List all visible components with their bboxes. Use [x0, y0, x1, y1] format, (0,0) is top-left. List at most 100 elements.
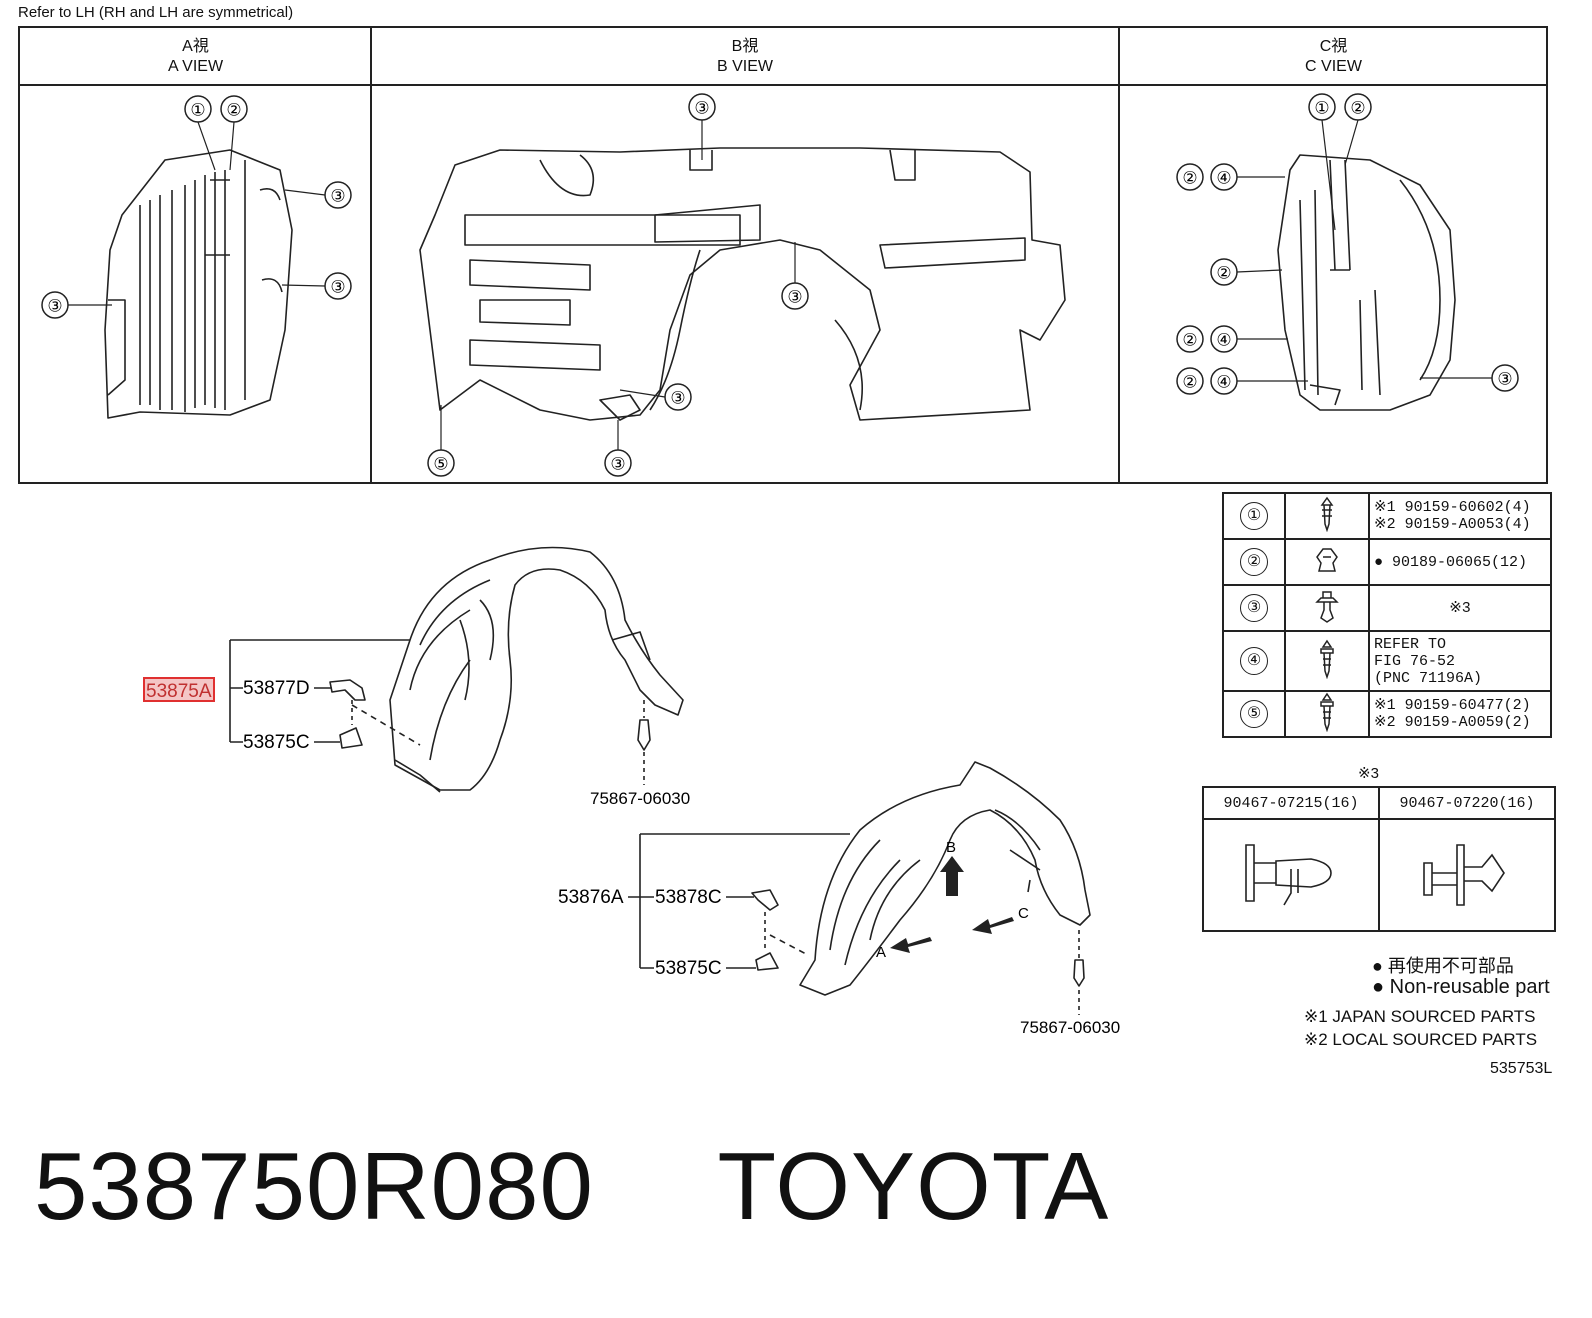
label-53877d[interactable]: 53877D — [243, 678, 310, 699]
callout-text: ③ — [47, 297, 62, 316]
legend-local-sourced: ※2 LOCAL SOURCED PARTS — [1304, 1030, 1538, 1049]
figure-code: 535753L — [1490, 1060, 1553, 1077]
row-number: ④ — [1240, 647, 1268, 675]
callout-text: ② — [1216, 264, 1231, 283]
screw-icon — [1320, 692, 1334, 733]
callout-text: ⑤ — [433, 455, 448, 474]
lh-fender-liner-drawing — [389, 546, 684, 793]
callout-text: ③ — [787, 288, 802, 307]
callout-text: ② — [226, 101, 241, 120]
callout-a-1: ① — [184, 95, 212, 123]
callout-text: ③ — [694, 99, 709, 118]
view-c-title-jp: C視 — [1319, 38, 1348, 55]
callout-a-5: ③ — [41, 291, 69, 319]
callout-b-4: ⑤ — [427, 449, 455, 477]
part-number-line: ※1 90159-60602(4) — [1374, 499, 1531, 516]
row-number: ② — [1240, 548, 1268, 576]
clip-table: 90467-07215(16) 90467-07220(16) — [1202, 786, 1556, 932]
views-frame: A視 A VIEW B視 B VIEW C視 C VIEW — [18, 26, 1548, 484]
view-c-title-en: C VIEW — [1305, 58, 1362, 75]
view-b-header: B視 B VIEW — [371, 28, 1119, 86]
part-number-line: FIG 76-52 — [1374, 652, 1456, 670]
clip-07220-icon — [1423, 843, 1505, 906]
callout-b-3: ③ — [664, 383, 692, 411]
arrow-c-icon — [972, 917, 1014, 934]
callout-text: ③ — [1497, 370, 1512, 389]
callout-c-5: ② — [1210, 258, 1238, 286]
callout-c-3: ② — [1176, 163, 1204, 191]
table-row: ⑤ ※1 90159-60477(2)※2 90159-A0059(2) — [1222, 690, 1552, 738]
callout-b-1: ③ — [688, 93, 716, 121]
callout-b-5: ③ — [604, 449, 632, 477]
callout-text: ① — [1314, 99, 1329, 118]
callout-text: ③ — [670, 389, 685, 408]
c-view-liner-drawing — [1277, 154, 1456, 411]
view-a-header: A視 A VIEW — [20, 28, 371, 86]
callout-c-6: ② — [1176, 325, 1204, 353]
view-a-title-en: A VIEW — [167, 58, 224, 75]
rh-bracket-clip-drawing — [751, 889, 1085, 1015]
callout-c-10: ③ — [1491, 364, 1519, 392]
bolt-icon — [1320, 639, 1334, 680]
rh-fender-liner-drawing — [799, 761, 1091, 996]
callout-c-1: ① — [1308, 93, 1336, 121]
callout-a-3: ③ — [324, 181, 352, 209]
clip-column-header: 90467-07215(16) — [1202, 786, 1380, 820]
screw-icon — [1320, 496, 1334, 533]
arrow-a-icon — [890, 937, 932, 953]
arrow-label-a: A — [876, 944, 886, 961]
label-lh-75867[interactable]: 75867-06030 — [590, 789, 690, 808]
callout-text: ③ — [330, 278, 345, 297]
push-clip-icon — [1315, 591, 1339, 623]
callout-a-4: ③ — [324, 272, 352, 300]
legend-non-reusable-jp: ● 再使用不可部品 — [1372, 956, 1514, 976]
label-lh-53875c[interactable]: 53875C — [243, 732, 310, 753]
part-number-line: REFER TO — [1374, 635, 1447, 653]
direction-arrows — [890, 856, 1014, 953]
b-view-liner-drawing — [419, 147, 1066, 421]
callout-text: ③ — [330, 187, 345, 206]
callout-text: ② — [1182, 169, 1197, 188]
label-53875a[interactable]: 53875A — [146, 681, 212, 702]
legend-non-reusable-en: ● Non-reusable part — [1372, 976, 1550, 998]
row-number: ⑤ — [1240, 700, 1268, 728]
a-view-liner-drawing — [104, 149, 293, 419]
label-53878c[interactable]: 53878C — [655, 887, 722, 908]
callout-c-9: ④ — [1210, 367, 1238, 395]
callout-text: ② — [1182, 373, 1197, 392]
lh-bracket-clip-drawing — [329, 679, 651, 785]
callout-c-4: ④ — [1210, 163, 1238, 191]
arrow-label-b: B — [946, 839, 956, 856]
fastener-table: ① ※1 90159-60602(4)※2 90159-A0053(4) ② ●… — [1222, 492, 1552, 738]
label-rh-53875c[interactable]: 53875C — [655, 958, 722, 979]
callout-text: ② — [1182, 331, 1197, 350]
view-c-header: C視 C VIEW — [1119, 28, 1548, 86]
caption-part-number: 538750R080 — [34, 1133, 594, 1240]
label-rh-75867[interactable]: 75867-06030 — [1020, 1018, 1120, 1037]
part-number-line: ※2 90159-A0053(4) — [1374, 516, 1531, 533]
table-row: ② ● 90189-06065(12) — [1222, 538, 1552, 586]
b-view-callouts: ③ ③ ③ ⑤ ③ — [427, 93, 809, 477]
part-number-line: ※2 90159-A0059(2) — [1374, 714, 1531, 731]
caption-brand: TOYOTA — [717, 1133, 1110, 1240]
part-number-line: ※3 — [1449, 599, 1471, 617]
nut-clip-icon — [1316, 548, 1338, 572]
callout-a-2: ② — [220, 95, 248, 123]
callout-text: ④ — [1216, 169, 1231, 188]
callout-text: ③ — [610, 455, 625, 474]
table-row — [1202, 818, 1556, 932]
label-53876a[interactable]: 53876A — [558, 887, 624, 908]
callout-c-8: ② — [1176, 367, 1204, 395]
header-note: Refer to LH (RH and LH are symmetrical) — [18, 4, 294, 21]
callout-text: ④ — [1216, 373, 1231, 392]
arrow-b-icon — [940, 856, 964, 896]
view-b-title-jp: B視 — [731, 38, 759, 55]
c-view-callouts: ① ② ② ④ ② ② ④ ② ④ ③ — [1176, 93, 1519, 395]
part-number-line: (PNC 71196A) — [1374, 669, 1483, 687]
callout-text: ① — [190, 101, 205, 120]
a-view-callouts: ① ② ③ ③ ③ — [41, 95, 352, 319]
callout-text: ④ — [1216, 331, 1231, 350]
row-number: ③ — [1240, 594, 1268, 622]
arrow-label-c: C — [1018, 905, 1029, 922]
